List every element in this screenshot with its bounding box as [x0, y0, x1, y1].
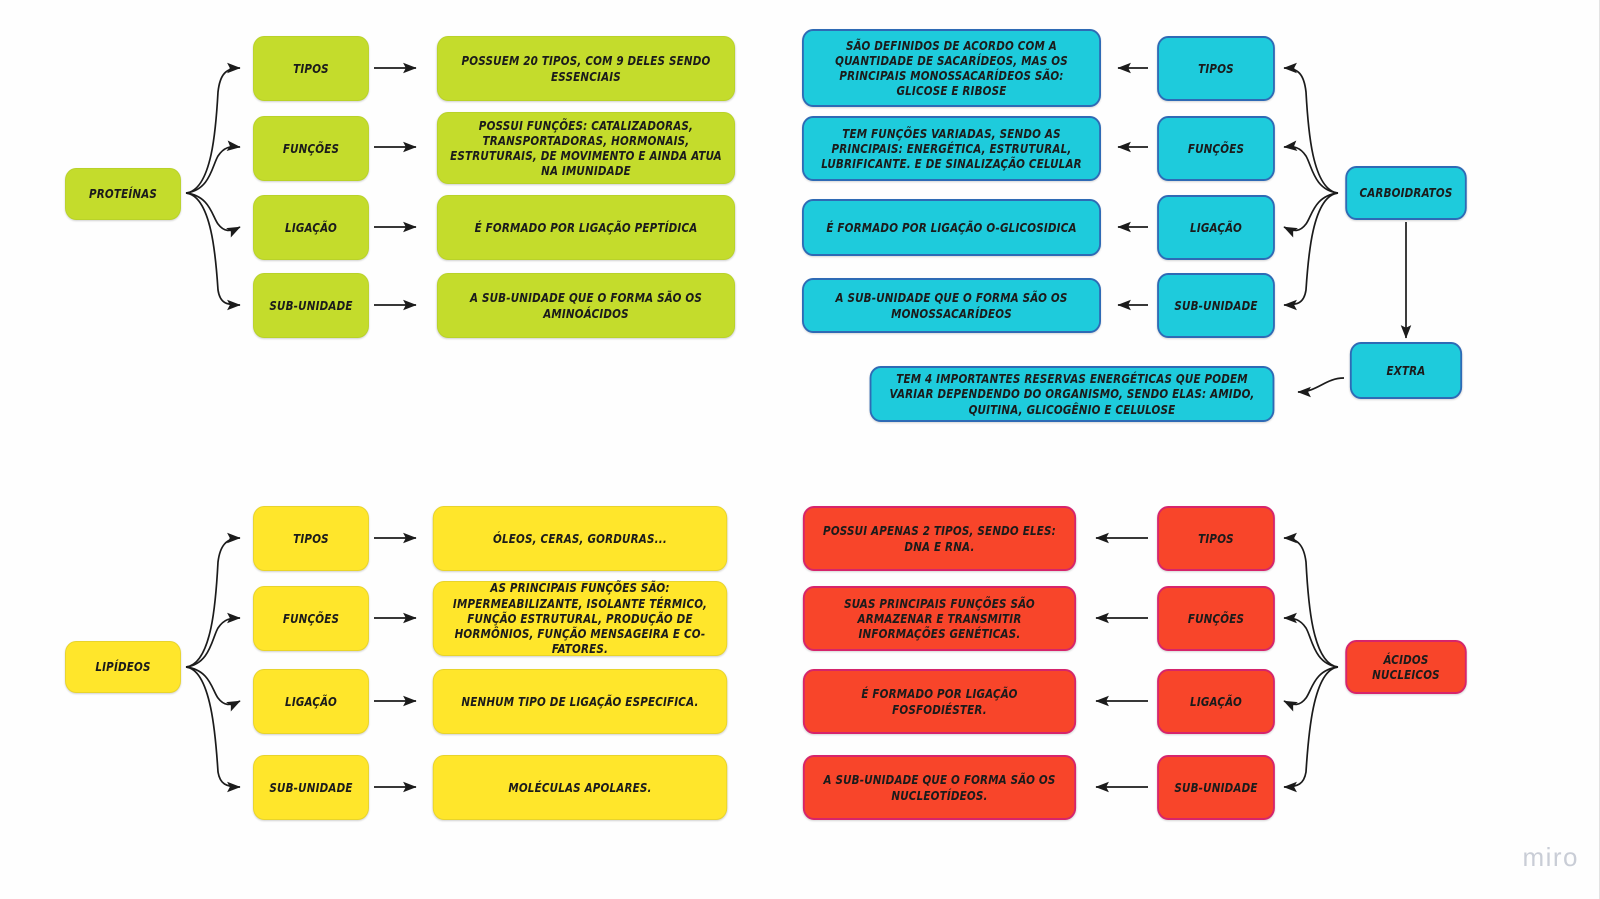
node-carbohydrates-detail-subunidade[interactable]: A SUB-UNIDADE QUE O FORMA SÃO OS MONOSSA… [802, 278, 1101, 333]
node-carbohydrates-category-funcoes[interactable]: FUNÇÕES [1157, 116, 1275, 181]
node-carbohydrates-category-ligacao[interactable]: LIGAÇÃO [1157, 195, 1275, 260]
node-lipids-root[interactable]: LIPÍDEOS [65, 641, 181, 693]
node-lipids-detail-funcoes[interactable]: AS PRINCIPAIS FUNÇÕES SÃO: IMPERMEABILIZ… [432, 580, 728, 656]
node-nucleic-acids-category-ligacao[interactable]: LIGAÇÃO [1157, 669, 1275, 734]
link-carbs-tipos [1283, 62, 1339, 194]
link-proteins-subunidade [185, 192, 241, 311]
link-lipids-subunidade [185, 666, 241, 793]
node-proteins-detail-funcoes[interactable]: POSSUI FUNÇÕES: CATALIZADORAS, TRANSPORT… [436, 112, 736, 184]
link-proteins-ligacao [185, 192, 241, 238]
node-proteins-category-funcoes[interactable]: FUNÇÕES [253, 116, 369, 181]
node-proteins-category-subunidade[interactable]: SUB-UNIDADE [253, 273, 369, 338]
node-carbohydrates-detail-funcoes[interactable]: TEM FUNÇÕES VARIADAS, SENDO AS PRINCIPAI… [802, 116, 1101, 181]
link-na-funcoes [1283, 612, 1339, 668]
node-carbohydrates-detail-tipos[interactable]: SÃO DEFINIDOS DE ACORDO COM A QUANTIDADE… [802, 29, 1101, 107]
node-carbohydrates-category-tipos[interactable]: TIPOS [1157, 36, 1275, 101]
node-nucleic-acids-category-funcoes[interactable]: FUNÇÕES [1157, 586, 1275, 651]
node-nucleic-acids-detail-subunidade[interactable]: A SUB-UNIDADE QUE O FORMA SÃO OS NUCLEOT… [802, 755, 1077, 820]
node-proteins-detail-ligacao[interactable]: É FORMADO POR LIGAÇÃO PEPTÍDICA [436, 195, 736, 260]
node-carbohydrates-extra-detail[interactable]: TEM 4 IMPORTANTES RESERVAS ENERGÉTICAS Q… [869, 366, 1275, 422]
node-nucleic-acids-category-subunidade[interactable]: SUB-UNIDADE [1157, 755, 1275, 820]
node-carbohydrates-extra[interactable]: EXTRA [1349, 342, 1463, 399]
node-lipids-category-funcoes[interactable]: FUNÇÕES [253, 586, 369, 651]
node-nucleic-acids-detail-tipos[interactable]: POSSUI APENAS 2 TIPOS, SENDO ELES: DNA E… [802, 506, 1077, 571]
link-carbs-funcoes [1283, 140, 1339, 194]
node-nucleic-acids-detail-funcoes[interactable]: SUAS PRINCIPAIS FUNÇÕES SÃO ARMAZENAR E … [802, 586, 1077, 651]
node-proteins-category-ligacao[interactable]: LIGAÇÃO [253, 195, 369, 260]
node-lipids-detail-subunidade[interactable]: MOLÉCULAS APOLARES. [432, 755, 728, 820]
node-carbohydrates-root[interactable]: CARBOIDRATOS [1345, 166, 1467, 220]
link-carbs-subunidade [1283, 192, 1339, 311]
link-na-tipos [1283, 532, 1339, 668]
link-lipids-tipos [185, 532, 241, 668]
link-proteins-funcoes [185, 140, 241, 194]
node-lipids-detail-tipos[interactable]: ÓLEOS, CERAS, GORDURAS... [432, 506, 728, 571]
link-na-subunidade [1283, 666, 1339, 793]
node-carbohydrates-detail-ligacao[interactable]: É FORMADO POR LIGAÇÃO O-GLICOSIDICA [802, 199, 1101, 256]
node-proteins-root[interactable]: PROTEÍNAS [65, 168, 181, 220]
node-carbohydrates-category-subunidade[interactable]: SUB-UNIDADE [1157, 273, 1275, 338]
link-proteins-tipos [185, 62, 241, 194]
node-nucleic-acids-root[interactable]: ÁCIDOS NUCLEICOS [1345, 640, 1467, 694]
link-lipids-funcoes [185, 612, 241, 668]
node-nucleic-acids-detail-ligacao[interactable]: É FORMADO POR LIGAÇÃO FOSFODIÉSTER. [802, 669, 1077, 734]
node-lipids-category-subunidade[interactable]: SUB-UNIDADE [253, 755, 369, 820]
link-carbs-ligacao [1283, 192, 1339, 238]
miro-watermark: miro [1522, 842, 1579, 872]
link-lipids-ligacao [185, 666, 241, 712]
node-nucleic-acids-category-tipos[interactable]: TIPOS [1157, 506, 1275, 571]
node-proteins-category-tipos[interactable]: TIPOS [253, 36, 369, 101]
node-lipids-category-ligacao[interactable]: LIGAÇÃO [253, 669, 369, 734]
link-na-ligacao [1283, 666, 1339, 712]
link-extra-detail [1297, 377, 1345, 398]
node-lipids-detail-ligacao[interactable]: NENHUM TIPO DE LIGAÇÃO ESPECIFICA. [432, 669, 728, 734]
node-proteins-detail-tipos[interactable]: POSSUEM 20 TIPOS, COM 9 DELES SENDO ESSE… [436, 36, 736, 101]
node-proteins-detail-subunidade[interactable]: A SUB-UNIDADE QUE O FORMA SÃO OS AMINOÁC… [436, 273, 736, 338]
node-lipids-category-tipos[interactable]: TIPOS [253, 506, 369, 571]
